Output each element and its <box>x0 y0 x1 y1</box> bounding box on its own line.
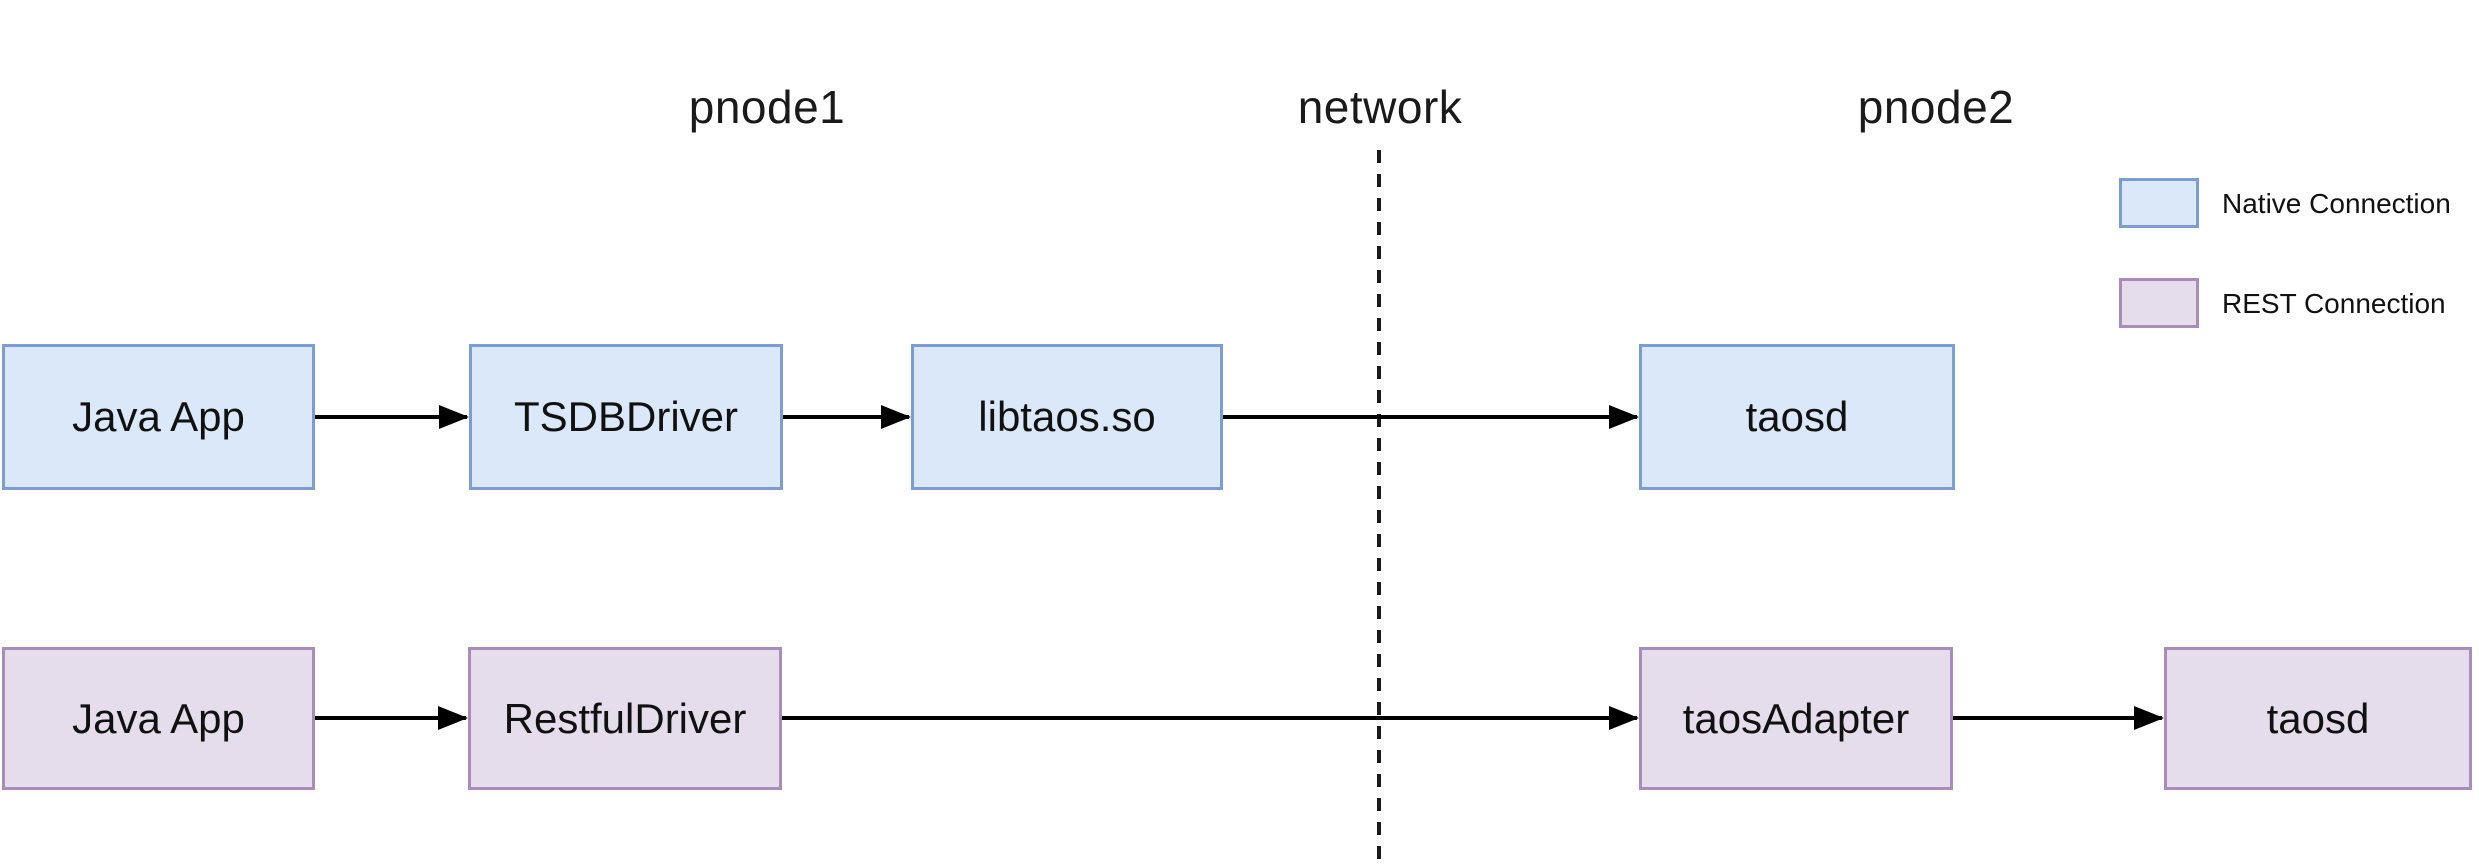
arrow-javaapp-to-restfuldriver <box>315 706 468 730</box>
node-java-app-native: Java App <box>2 344 315 490</box>
arrow-restfuldriver-to-taosadapter <box>782 706 1639 730</box>
arrowhead-icon <box>1609 706 1639 730</box>
column-header-pnode1: pnode1 <box>688 81 846 133</box>
node-libtaos-so: libtaos.so <box>911 344 1223 490</box>
legend-label-native-connection: Native Connection <box>2222 188 2451 219</box>
column-header-network: network <box>1297 81 1463 133</box>
arrow-javaapp-to-tsdbdriver <box>315 405 469 429</box>
node-java-app-rest: Java App <box>2 647 315 790</box>
arrowhead-icon <box>881 405 911 429</box>
legend-label-rest-connection: REST Connection <box>2222 288 2446 319</box>
arrowhead-icon <box>438 706 468 730</box>
arrow-taosadapter-to-taosd <box>1953 706 2164 730</box>
node-taosadapter: taosAdapter <box>1639 647 1953 790</box>
legend-swatch-native-connection <box>2119 178 2199 228</box>
node-tsdbdriver: TSDBDriver <box>469 344 783 490</box>
arrowhead-icon <box>2134 706 2164 730</box>
arrow-libtaos-to-taosd <box>1223 405 1639 429</box>
arrowhead-icon <box>439 405 469 429</box>
arrowhead-icon <box>1609 405 1639 429</box>
column-header-pnode2: pnode2 <box>1857 81 2015 133</box>
arrow-tsdbdriver-to-libtaos <box>783 405 911 429</box>
network-divider-dashed-line <box>1377 150 1381 865</box>
legend-swatch-rest-connection <box>2119 278 2199 328</box>
node-taosd-rest: taosd <box>2164 647 2472 790</box>
node-restfuldriver: RestfulDriver <box>468 647 782 790</box>
node-taosd-native: taosd <box>1639 344 1955 490</box>
